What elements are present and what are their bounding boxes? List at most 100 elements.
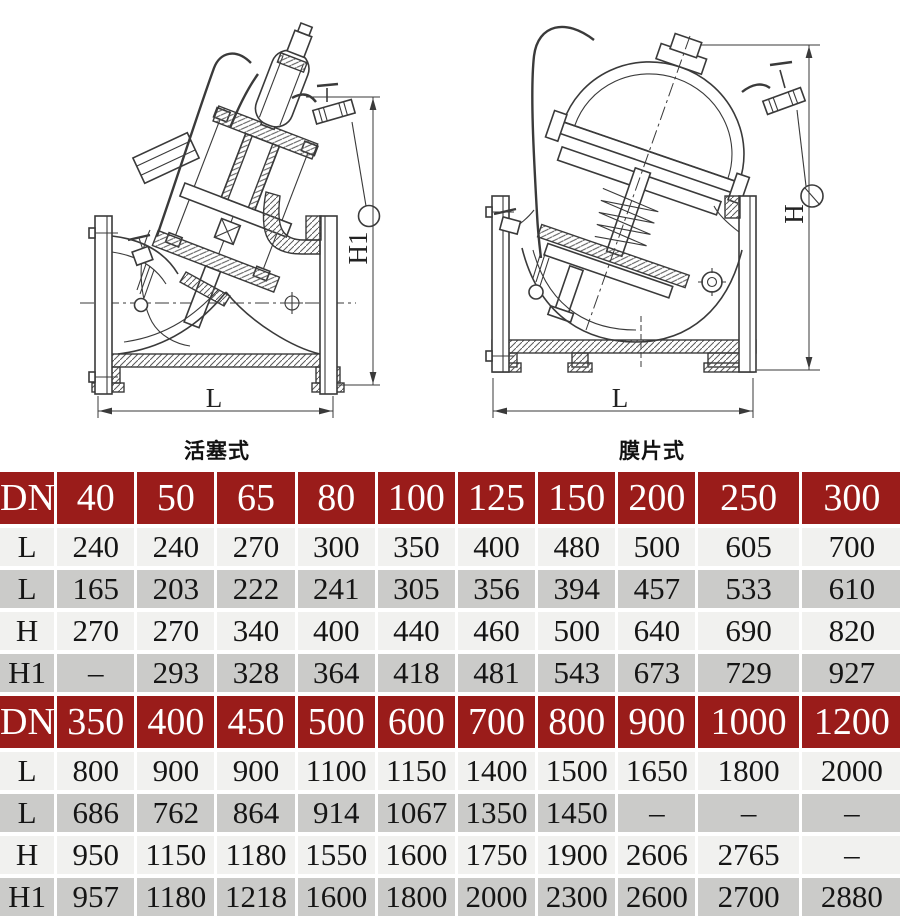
dim-cell: – xyxy=(801,794,900,832)
dim-cell: 356 xyxy=(457,570,536,608)
dim-cell: 1100 xyxy=(297,752,375,790)
dim-cell: 1650 xyxy=(618,752,696,790)
dim-cell: 481 xyxy=(457,654,536,692)
diaphragm-type-caption: 膜片式 xyxy=(619,440,685,463)
dn-value: 900 xyxy=(618,696,696,748)
dn-value: 40 xyxy=(57,472,135,524)
dim-cell: 1600 xyxy=(297,878,375,916)
row-label: H1 xyxy=(0,654,55,692)
dim-cell: 2000 xyxy=(801,752,900,790)
dn-value: 200 xyxy=(618,472,696,524)
dim-cell: 1150 xyxy=(377,752,455,790)
dn-value: 80 xyxy=(297,472,375,524)
dim-cell: 1150 xyxy=(137,836,215,874)
piston-valve-drawing: H1 L xyxy=(80,21,381,418)
dim-cell: 240 xyxy=(57,528,135,566)
dim-cell: 270 xyxy=(137,612,215,650)
dim-cell: 350 xyxy=(377,528,455,566)
dim-cell: 418 xyxy=(377,654,455,692)
dn-value: 350 xyxy=(57,696,135,748)
dim-cell: 241 xyxy=(297,570,375,608)
dim-cell: 457 xyxy=(618,570,696,608)
dim-cell: 1800 xyxy=(377,878,455,916)
dn-header-row-1: DN 40 50 65 80 100 125 150 200 250 300 xyxy=(0,472,900,524)
dim-cell: 729 xyxy=(698,654,799,692)
dn-value: 400 xyxy=(137,696,215,748)
dim-cell: 1800 xyxy=(698,752,799,790)
dim-cell: 1218 xyxy=(217,878,295,916)
piston-type-caption: 活塞式 xyxy=(184,440,250,463)
dim-cell: 950 xyxy=(57,836,135,874)
piston-needle-valve xyxy=(311,98,357,125)
dim-cell: 543 xyxy=(538,654,616,692)
dim-cell: 640 xyxy=(618,612,696,650)
dim-cell: 1067 xyxy=(377,794,455,832)
dn-value: 100 xyxy=(377,472,455,524)
dim-cell: 400 xyxy=(457,528,536,566)
dim-cell: 1180 xyxy=(217,836,295,874)
dim-cell: 460 xyxy=(457,612,536,650)
dim-cell: 203 xyxy=(137,570,215,608)
dim-cell: 1350 xyxy=(457,794,536,832)
row-label: H xyxy=(0,836,55,874)
piston-length-dim-label: L xyxy=(206,383,223,413)
dim-cell: 1450 xyxy=(538,794,616,832)
dn-value: 600 xyxy=(377,696,455,748)
dn-value: 150 xyxy=(538,472,616,524)
dim-row-H1-1: H1 – 293 328 364 418 481 543 673 729 927 xyxy=(0,654,900,692)
dim-cell: 270 xyxy=(217,528,295,566)
dim-cell: 900 xyxy=(217,752,295,790)
dn-value: 50 xyxy=(137,472,215,524)
dim-cell: 2700 xyxy=(698,878,799,916)
dim-row-L1-2: L 800 900 900 1100 1150 1400 1500 1650 1… xyxy=(0,752,900,790)
diaphragm-valve-drawing: H L xyxy=(485,25,824,418)
dim-cell: 305 xyxy=(377,570,455,608)
diaphragm-length-dim-label: L xyxy=(612,383,629,413)
dim-cell: 1600 xyxy=(377,836,455,874)
dim-cell: 762 xyxy=(137,794,215,832)
dim-cell: 328 xyxy=(217,654,295,692)
dn-header-label: DN xyxy=(0,472,55,524)
dim-cell: – xyxy=(801,836,900,874)
dim-cell: 957 xyxy=(57,878,135,916)
dim-cell: 1180 xyxy=(137,878,215,916)
dim-cell: – xyxy=(618,794,696,832)
dim-cell: 927 xyxy=(801,654,900,692)
dim-cell: 1400 xyxy=(457,752,536,790)
dim-cell: 2765 xyxy=(698,836,799,874)
row-label: L xyxy=(0,794,55,832)
dim-cell: 1550 xyxy=(297,836,375,874)
dim-cell: 610 xyxy=(801,570,900,608)
dim-cell: 500 xyxy=(538,612,616,650)
dim-cell: 394 xyxy=(538,570,616,608)
dim-cell: 1750 xyxy=(457,836,536,874)
dim-cell: 914 xyxy=(297,794,375,832)
dim-row-L2-2: L 686 762 864 914 1067 1350 1450 – – – xyxy=(0,794,900,832)
dim-cell: 222 xyxy=(217,570,295,608)
dim-cell: 1900 xyxy=(538,836,616,874)
dim-row-L2-1: L 165 203 222 241 305 356 394 457 533 61… xyxy=(0,570,900,608)
row-label: H1 xyxy=(0,878,55,916)
dn-value: 250 xyxy=(698,472,799,524)
dim-cell: 364 xyxy=(297,654,375,692)
dn-value: 700 xyxy=(457,696,536,748)
piston-side-flange xyxy=(131,131,201,185)
dim-cell: 686 xyxy=(57,794,135,832)
dim-row-H-2: H 950 1150 1180 1550 1600 1750 1900 2606… xyxy=(0,836,900,874)
dim-cell: 165 xyxy=(57,570,135,608)
dn-value: 500 xyxy=(297,696,375,748)
valve-drawings-panel: H1 L xyxy=(80,21,824,463)
dim-cell: 300 xyxy=(297,528,375,566)
dim-cell: 864 xyxy=(217,794,295,832)
dn-value: 300 xyxy=(801,472,900,524)
row-label: L xyxy=(0,528,55,566)
diaphragm-height-dim-label: H xyxy=(779,204,809,224)
dim-cell: – xyxy=(698,794,799,832)
dim-row-L1-1: L 240 240 270 300 350 400 480 500 605 70… xyxy=(0,528,900,566)
dim-cell: – xyxy=(57,654,135,692)
dim-row-H1-2: H1 957 1180 1218 1600 1800 2000 2300 260… xyxy=(0,878,900,916)
dim-cell: 900 xyxy=(137,752,215,790)
dn-header-row-2: DN 350 400 450 500 600 700 800 900 1000 … xyxy=(0,696,900,748)
dim-cell: 690 xyxy=(698,612,799,650)
dim-cell: 700 xyxy=(801,528,900,566)
